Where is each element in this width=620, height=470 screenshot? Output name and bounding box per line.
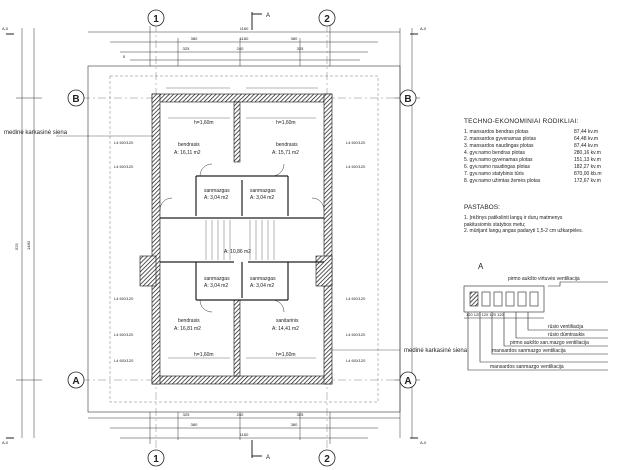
room-area-1: A: 16,11 m2 <box>174 150 201 156</box>
height-mark-4: h=1,60m <box>276 352 296 358</box>
techno-row-value: 172,67 kv.m <box>574 178 601 184</box>
stair-area: A: 10,86 m2 <box>224 249 251 255</box>
room-area-8: A: 14,41 m2 <box>272 326 299 332</box>
grid-label-2-bottom: 2 <box>324 454 330 465</box>
room-area-2: A: 15,71 m2 <box>272 150 299 156</box>
dim-top-b: 1180 <box>240 36 249 41</box>
notes-title: PASTABOS: <box>464 204 500 211</box>
techno-row-label: 1. mansardos bendras plotas <box>464 129 529 135</box>
room-area-4: A: 3,04 m2 <box>250 195 274 201</box>
techno-row-value: 64,48 kv.m <box>574 136 599 142</box>
dim-bottom-d: 380 <box>191 422 198 427</box>
window-tag-5: L4 60X120 <box>114 358 134 363</box>
window-tag-1: L4 60X120 <box>114 140 134 145</box>
techno-row-label: 8. gyv.namo užimtas žemės plotas <box>464 178 541 184</box>
dim-top-d: 325 <box>183 46 190 51</box>
techno-row: 4. gyv.namo bendras plotas 280,16 kv.m <box>464 150 614 157</box>
window-tag-6: L4 60X120 <box>346 140 366 145</box>
room-name-2: bendrasis <box>276 142 298 148</box>
room-name-7: bendrasis <box>178 318 200 324</box>
grid-label-b-left: B <box>72 94 79 105</box>
dim-left-a: 1480 <box>26 240 31 250</box>
dim-bottom-b: 240 <box>237 412 244 417</box>
section-mark-right-top: A-0 <box>420 26 427 31</box>
techno-row-label: 5. gyv.namo gyvenamas plotas <box>464 157 533 163</box>
notes-line: 1. Įrėžinys patikslinti langų ir durų ma… <box>464 215 563 221</box>
wall-label-top: medinė karkasinė siena <box>4 130 68 136</box>
techno-row-value: 182,27 kv.m <box>574 164 601 170</box>
section-mark-top: A <box>266 13 270 19</box>
section-mark-left-top: A-0 <box>2 26 9 31</box>
dim-bottom-c: 325 <box>297 412 304 417</box>
dim-top-f: 325 <box>297 46 304 51</box>
room-name-6: sanmazgas <box>250 276 276 282</box>
window-tag-7: L4 60X120 <box>346 164 366 169</box>
notes-line: 2. mūrijant langų angas padaryti 1,5-2 c… <box>464 228 583 234</box>
techno-row-label: 4. gyv.namo bendras plotas <box>464 150 526 156</box>
window-tag-8: L4 60X120 <box>346 296 366 301</box>
techno-row: 7. gyv.namo statybinis tūris 870,00 kb.m <box>464 171 614 178</box>
room-name-8: sanitarinis <box>276 318 299 324</box>
techno-row: 5. gyv.namo gyvenamas plotas 151,13 kv.m <box>464 157 614 164</box>
dim-top-a: 380 <box>191 36 198 41</box>
techno-row-value: 280,16 kv.m <box>574 150 601 156</box>
notes-block: PASTABOS: 1. Įrėžinys patikslinti langų … <box>464 204 614 235</box>
window-tag-4: L4 60X120 <box>114 332 134 337</box>
height-mark-3: h=1,60m <box>194 352 214 358</box>
techno-row-value: 151,13 kv.m <box>574 157 601 163</box>
techno-row-value: 87,44 kv.m <box>574 143 599 149</box>
techno-row-value: 870,00 kb.m <box>574 171 602 177</box>
window-tag-9: L4 60X120 <box>346 332 366 337</box>
room-area-6: A: 3,04 m2 <box>250 283 274 289</box>
techno-row-label: 7. gyv.namo statybinis tūris <box>464 171 524 177</box>
height-mark-2: h=1,60m <box>276 120 296 126</box>
dim-bottom-e: 380 <box>291 422 298 427</box>
grid-label-1-top: 1 <box>153 14 159 25</box>
dim-bottom-overall: 1160 <box>240 432 249 437</box>
dim-top-g: 5 <box>123 54 126 59</box>
window-tag-10: L4 60X120 <box>346 358 366 363</box>
dim-top-overall: 1160 <box>240 26 249 31</box>
techno-row: 3. mansardos naudingas plotas 87,44 kv.m <box>464 143 614 150</box>
wall-label-bottom: medinė karkasinė siena <box>404 348 468 354</box>
room-name-4: sanmazgas <box>250 188 276 194</box>
techno-row: 6. gyv.namo naudingas plotas 182,27 kv.m <box>464 164 614 171</box>
room-area-5: A: 3,04 m2 <box>204 283 228 289</box>
grid-label-a-right: A <box>404 376 411 387</box>
dim-top-c: 380 <box>291 36 298 41</box>
techno-economic-indicators: TECHNO-EKONOMINIAI RODIKLIAI: 1. mansard… <box>464 118 614 185</box>
grid-label-2-top: 2 <box>324 14 330 25</box>
techno-row: 1. mansardos bendras plotas 87,44 kv.m <box>464 129 614 136</box>
window-tag-2: L4 60X120 <box>114 164 134 169</box>
window-tag-3: L4 60X120 <box>114 296 134 301</box>
room-name-3: sanmazgas <box>204 188 230 194</box>
grid-label-b-right: B <box>404 94 411 105</box>
section-mark-left-bottom: A-0 <box>2 440 9 445</box>
notes-line: pakitusiomis statybos metu; <box>464 221 526 228</box>
room-name-5: sanmazgas <box>204 276 230 282</box>
dim-bottom-a: 325 <box>183 412 190 417</box>
dim-top-e: 240 <box>237 46 244 51</box>
section-mark-bottom: A <box>266 455 270 461</box>
techno-row: 8. gyv.namo užimtas žemės plotas 172,67 k… <box>464 178 614 185</box>
height-mark-1: h=1,60m <box>194 120 214 126</box>
techno-title: TECHNO-EKONOMINIAI RODIKLIAI: <box>464 118 579 125</box>
room-area-3: A: 3,04 m2 <box>204 195 228 201</box>
dim-left-b: 525 <box>14 243 19 250</box>
section-mark-right-bottom: A-0 <box>420 440 427 445</box>
room-area-7: A: 16,81 m2 <box>174 326 201 332</box>
grid-label-a-left: A <box>72 376 79 387</box>
techno-row-label: 2. mansardos gyvenamas plotas <box>464 136 536 142</box>
grid-label-1-bottom: 1 <box>153 454 159 465</box>
techno-row-label: 6. gyv.namo naudingas plotas <box>464 164 531 170</box>
techno-row-value: 87,44 kv.m <box>574 129 599 135</box>
techno-row-label: 3. mansardos naudingas plotas <box>464 143 534 149</box>
room-name-1: bendrasis <box>178 142 200 148</box>
techno-row: 2. mansardos gyvenamas plotas 64,48 kv.m <box>464 136 614 143</box>
